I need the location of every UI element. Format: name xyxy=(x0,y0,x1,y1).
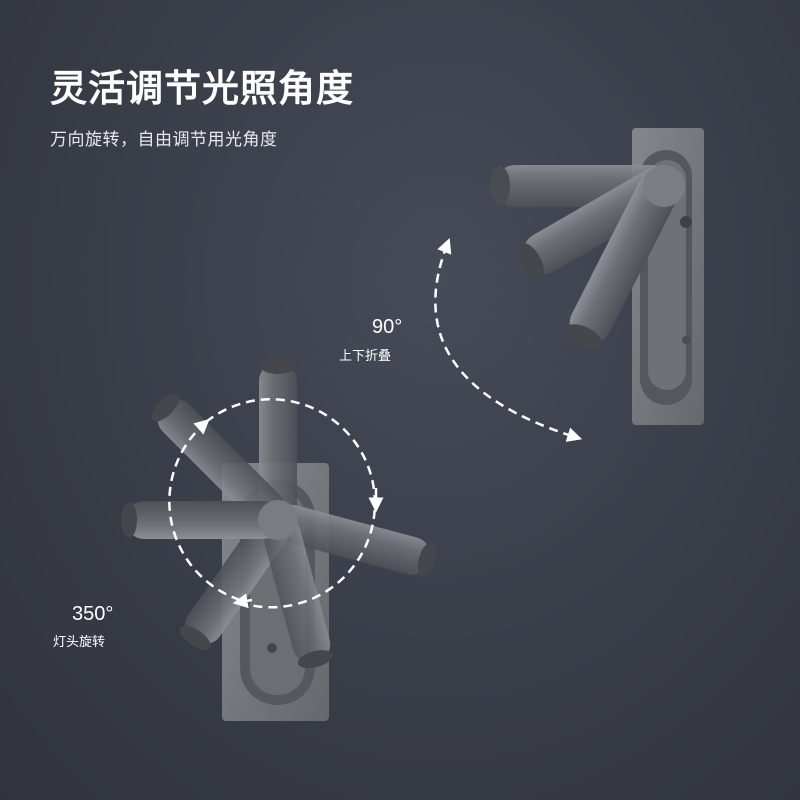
rotate-lamp-arm-right xyxy=(274,504,431,575)
tilt-lamp-screw-icon xyxy=(682,336,690,344)
tilt-caption-label: 上下折叠 xyxy=(339,349,392,364)
tilt-degrees-label: 90° xyxy=(372,316,403,338)
rotate-lamp-arm-lower-left xyxy=(185,513,289,645)
tilt-lamp-head-horizontal xyxy=(490,166,510,206)
rotate-lamp-arm-upper-left xyxy=(157,399,287,529)
rotate-lamp-joint xyxy=(258,500,298,540)
rotate-lamp-arm-up xyxy=(259,363,297,523)
rotate-lamp-head-lower-left xyxy=(179,625,211,651)
rotate-lamp-head-left xyxy=(121,502,137,538)
rotate-lamp-head-upper-left xyxy=(151,393,180,422)
rotate-lamp-head-up xyxy=(260,358,296,374)
tilt-arc-arrow xyxy=(434,237,583,442)
tilt-lamp xyxy=(434,128,704,442)
page-subtitle: 万向旋转，自由调节用光角度 xyxy=(50,130,278,150)
rotate-arrow-bottom xyxy=(232,593,253,609)
rotate-arc-outer xyxy=(205,398,377,609)
tilt-lamp-arm-steep xyxy=(569,169,680,345)
tilt-lamp-switch-icon xyxy=(680,216,692,228)
rotate-lamp-head-right xyxy=(417,542,436,578)
rotate-lamp-head-down xyxy=(297,650,333,669)
rotate-lamp xyxy=(121,358,436,721)
tilt-lamp-joint xyxy=(643,165,685,207)
rotate-lamp-arm-down xyxy=(262,516,331,663)
rotate-lamp-screw-icon xyxy=(267,643,277,653)
rotate-arc-inner xyxy=(168,418,241,602)
rotate-lamp-arm-left xyxy=(126,501,281,539)
rotate-caption-label: 灯头旋转 xyxy=(53,635,106,650)
page-title: 灵活调节光照角度 xyxy=(50,67,354,110)
rotate-degrees-label: 350° xyxy=(72,603,114,625)
